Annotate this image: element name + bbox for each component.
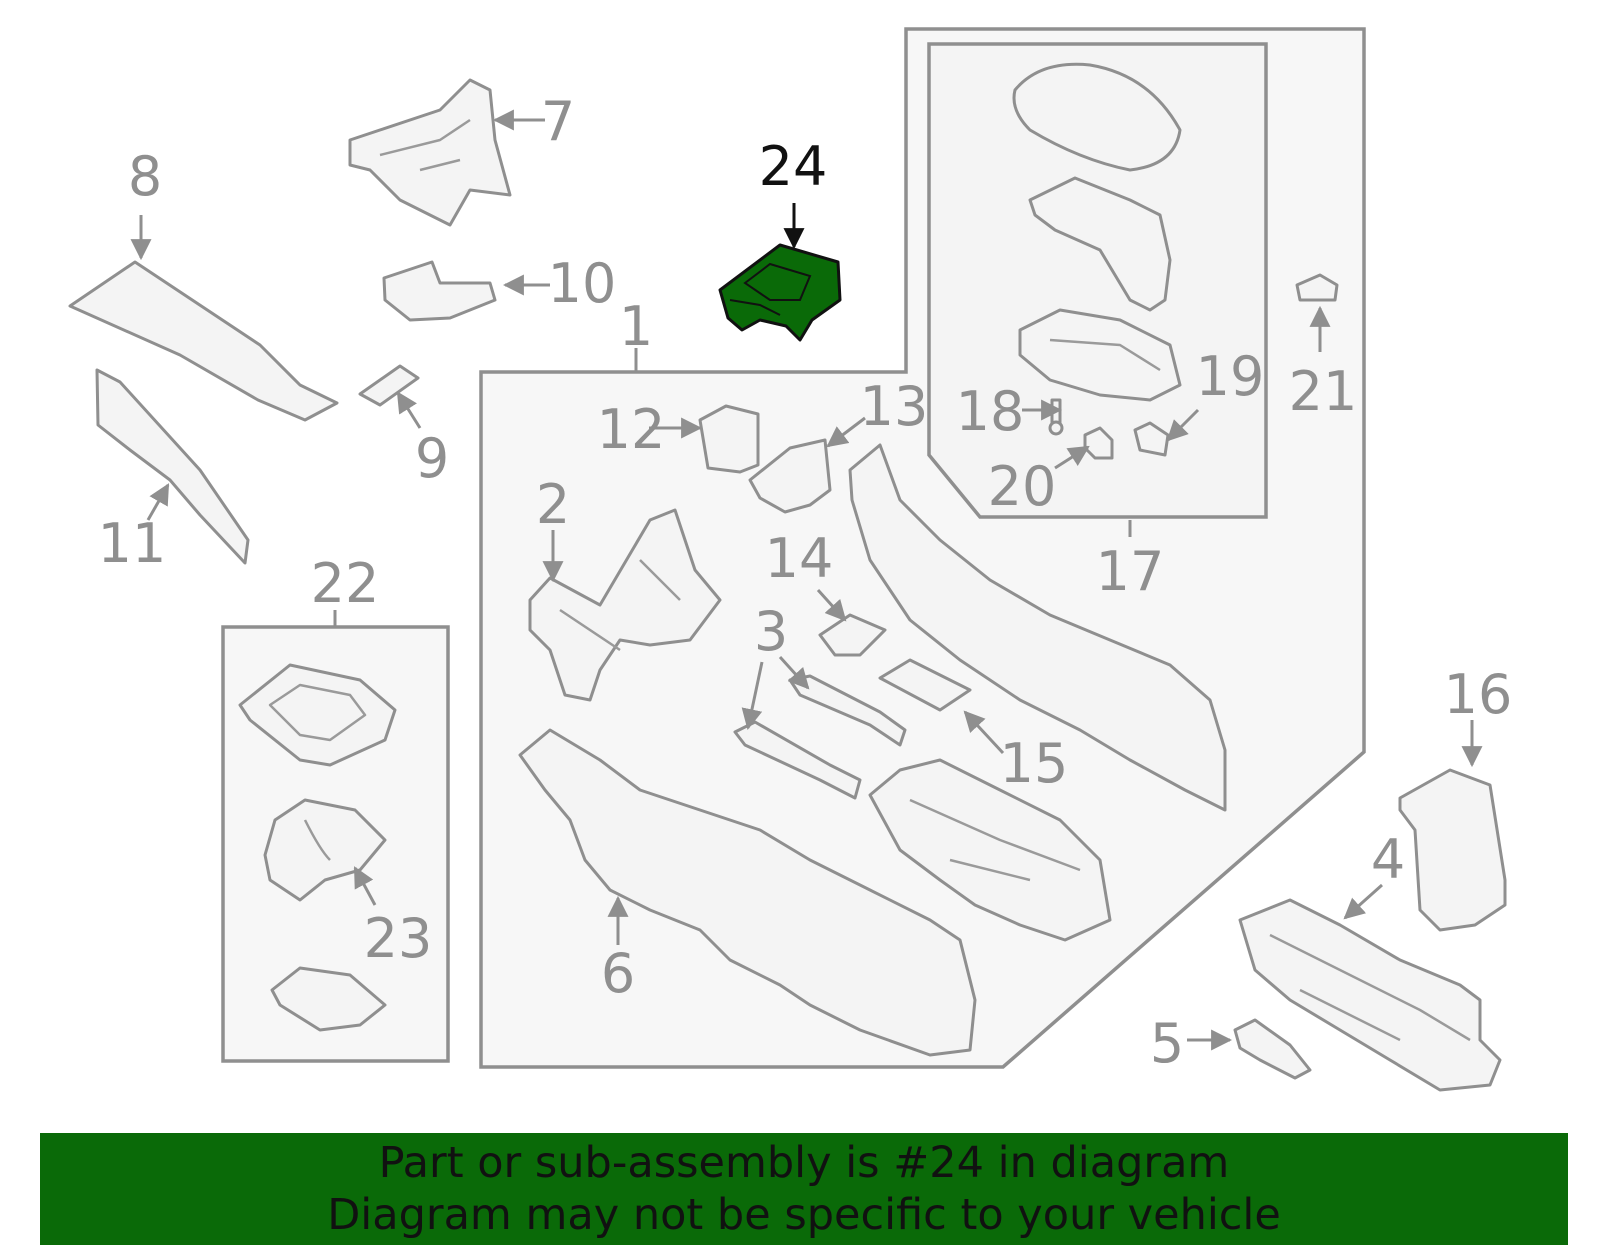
label-part-10: 10 bbox=[548, 252, 617, 315]
label-part-23: 23 bbox=[364, 907, 433, 970]
part-22-bezel-lower[interactable] bbox=[270, 966, 387, 1032]
part-11-side-panel[interactable] bbox=[95, 368, 250, 565]
part-17-hinge[interactable] bbox=[1028, 176, 1172, 312]
label-part-7: 7 bbox=[541, 90, 575, 153]
label-part-6: 6 bbox=[601, 942, 635, 1005]
label-part-9: 9 bbox=[415, 427, 449, 490]
label-part-19: 19 bbox=[1196, 345, 1265, 408]
part-17-console-side[interactable] bbox=[848, 443, 1227, 812]
part-21-clip[interactable] bbox=[1295, 273, 1339, 302]
label-part-18: 18 bbox=[956, 380, 1025, 443]
label-part-17: 17 bbox=[1096, 540, 1165, 603]
part-24-highlighted[interactable] bbox=[718, 243, 842, 342]
label-part-2: 2 bbox=[536, 473, 570, 536]
part-15-mat[interactable] bbox=[878, 658, 972, 712]
part-10-bracket[interactable] bbox=[382, 260, 497, 322]
part-8-trim-panel[interactable] bbox=[68, 260, 339, 422]
part-7-bracket[interactable] bbox=[348, 78, 512, 227]
label-part-16: 16 bbox=[1444, 663, 1513, 726]
part-12-switch[interactable] bbox=[698, 404, 760, 474]
part-6-console-side[interactable] bbox=[518, 728, 977, 1057]
banner-line-1: Part or sub-assembly is #24 in diagram bbox=[378, 1138, 1230, 1188]
part-19-clip[interactable] bbox=[1133, 421, 1170, 457]
banner-line-2: Diagram may not be specific to your vehi… bbox=[327, 1190, 1281, 1240]
label-part-1: 1 bbox=[619, 295, 653, 358]
part-22-bezel-upper[interactable] bbox=[238, 663, 397, 767]
label-part-5: 5 bbox=[1150, 1012, 1184, 1075]
label-part-4: 4 bbox=[1371, 828, 1405, 891]
assembly-17-box bbox=[927, 42, 1268, 519]
part-9-clip[interactable] bbox=[358, 364, 420, 407]
label-part-21: 21 bbox=[1289, 360, 1358, 423]
part-13-bracket[interactable] bbox=[748, 438, 832, 514]
label-part-11: 11 bbox=[98, 512, 167, 575]
part-5-bracket[interactable] bbox=[1233, 1018, 1312, 1080]
part-16-cover[interactable] bbox=[1398, 768, 1507, 932]
part-23-boot[interactable] bbox=[263, 798, 387, 902]
info-banner: Part or sub-assembly is #24 in diagram D… bbox=[40, 1133, 1568, 1245]
console-tray[interactable] bbox=[868, 758, 1112, 942]
label-part-13: 13 bbox=[860, 375, 929, 438]
label-part-20: 20 bbox=[988, 455, 1057, 518]
part-17-base[interactable] bbox=[1018, 308, 1182, 402]
label-part-8: 8 bbox=[128, 145, 162, 208]
part-3-rail[interactable] bbox=[733, 674, 907, 800]
part-18-bolt[interactable] bbox=[1048, 398, 1064, 436]
label-part-24: 24 bbox=[759, 135, 828, 198]
label-part-22: 22 bbox=[311, 552, 380, 615]
label-part-12: 12 bbox=[597, 398, 666, 461]
label-part-3: 3 bbox=[754, 600, 788, 663]
part-17-armrest-lid[interactable] bbox=[1012, 62, 1182, 172]
part-4-frame[interactable] bbox=[1238, 898, 1502, 1092]
part-2-bracket[interactable] bbox=[528, 508, 722, 702]
label-part-14: 14 bbox=[765, 527, 834, 590]
label-part-15: 15 bbox=[1000, 732, 1069, 795]
leader-lines bbox=[130, 109, 1483, 1051]
